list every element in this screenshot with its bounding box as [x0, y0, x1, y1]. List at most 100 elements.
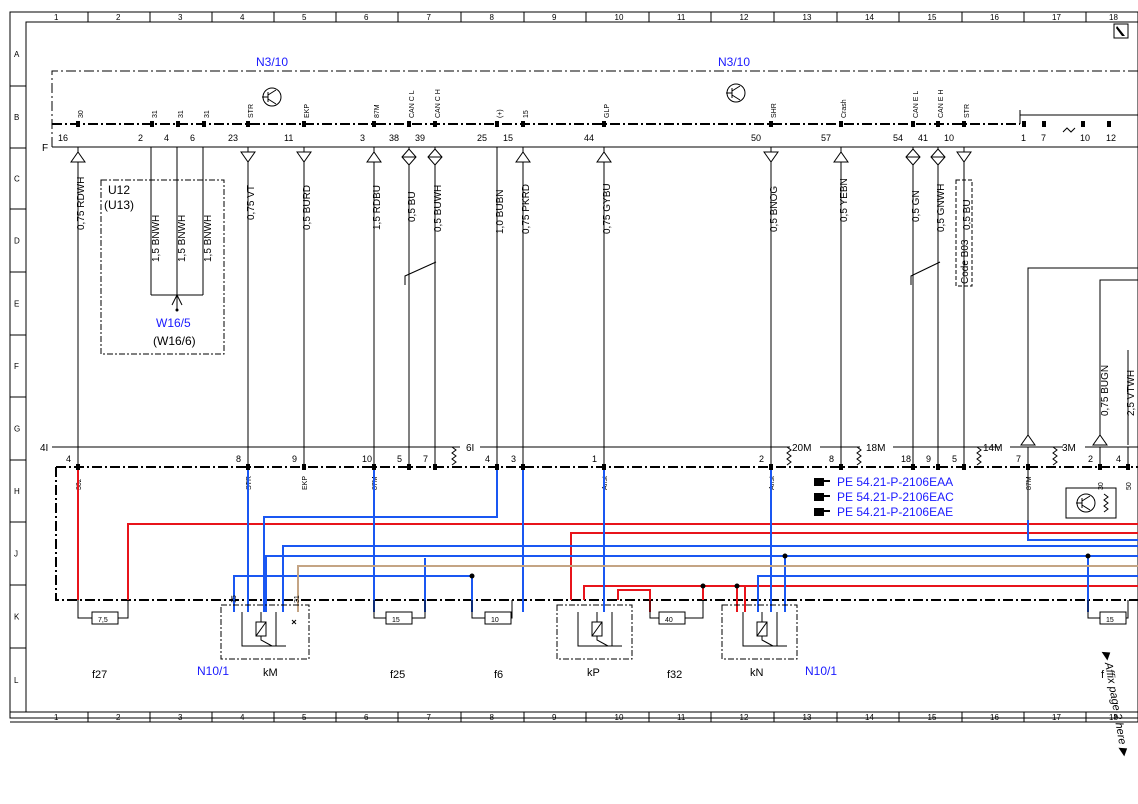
grid-row-label: F	[14, 362, 19, 371]
pin-signal: 31	[204, 110, 211, 118]
pin-marker	[962, 121, 966, 127]
pin-number: 23	[228, 133, 238, 143]
relay-label: kN	[750, 667, 764, 679]
wire-color-label: 0,75 RDWH	[76, 177, 87, 230]
pin-signal: CAN C H	[435, 89, 442, 118]
junction-dot	[700, 583, 706, 589]
connector-label: 18M	[866, 443, 885, 454]
pin-number: 25	[477, 133, 487, 143]
grid-col-label-bottom: 2	[116, 713, 121, 722]
grid-col-label-bottom: 15	[928, 713, 937, 722]
reference-text: PE 54.21-P-2106EAA	[837, 475, 953, 489]
wire-color-label: 1,5 BNWH	[151, 215, 162, 262]
transistor-icon-left	[262, 87, 282, 107]
pin-number: 8	[236, 454, 241, 464]
pin-marker	[911, 121, 915, 127]
arrow-up-icon	[366, 151, 382, 163]
pin-signal: 50	[1126, 482, 1133, 490]
pin-marker	[372, 464, 376, 470]
pin-marker	[495, 464, 499, 470]
grid-col-label-bottom: 8	[490, 713, 495, 722]
reference-link[interactable]: PE 54.21-P-2106EAE	[814, 505, 953, 519]
pin-marker	[495, 121, 499, 127]
pin-marker	[839, 121, 843, 127]
pin-number: 2	[759, 454, 764, 464]
pin-number: 4	[66, 454, 71, 464]
n3-10-label-right: N3/10	[718, 55, 750, 69]
pin-signal: 31	[178, 110, 185, 118]
pin-signal: 15	[523, 110, 530, 118]
circuit-wire	[282, 545, 1138, 612]
frame-inner	[25, 21, 1138, 713]
pin-marker	[521, 121, 525, 127]
wire-color-label: 0,75 BUGN	[1100, 365, 1111, 416]
grid-col-label-top: 18	[1109, 13, 1118, 22]
pin-number: 1	[592, 454, 597, 464]
reference-link[interactable]: PE 54.21-P-2106EAC	[814, 490, 954, 504]
grid-col-label-top: 1	[54, 13, 59, 22]
grid-col-label-bottom: 3	[178, 713, 183, 722]
grid-row-label: H	[14, 487, 20, 496]
wire-color-label: 0,5 GNWH	[936, 184, 947, 232]
arrow-up-icon	[1092, 434, 1108, 446]
twist-can-c	[404, 261, 437, 285]
upper-wires	[70, 147, 972, 447]
fuse-rating: 15	[392, 617, 400, 624]
relay-contacts	[742, 612, 787, 647]
wire-color-label: 0,5 BU	[962, 199, 973, 230]
grid-col-label-bottom: 5	[302, 713, 307, 722]
circuit-wire	[265, 555, 1138, 612]
frame-outer	[9, 11, 1138, 719]
pin-number: 38	[389, 133, 399, 143]
grid-col-label-top: 2	[116, 13, 121, 22]
ground-wires	[150, 147, 204, 310]
pin-marker	[76, 464, 80, 470]
fuse-rating: 7,5	[98, 617, 108, 624]
fuse-name: f25	[390, 669, 405, 681]
grid-row-label: E	[14, 300, 19, 309]
wire-color-label: 1,0 BUBN	[495, 190, 506, 234]
pin-signal: 30z	[76, 478, 83, 490]
pin-signal: GLP	[604, 104, 611, 118]
pin-marker	[202, 121, 206, 127]
circuit-wire	[757, 575, 1138, 612]
pin-marker	[1081, 121, 1085, 127]
wire-color-label: 0,75 PKRD	[521, 184, 532, 234]
arrow-up-icon	[1020, 434, 1036, 446]
grid-col-label-bottom: 11	[677, 713, 686, 722]
n10-1-label-right: N10/1	[805, 664, 837, 678]
pin-marker	[150, 121, 154, 127]
pin-marker	[176, 121, 180, 127]
pin-number: 12	[1106, 133, 1116, 143]
pin-signal: EKP	[302, 476, 309, 490]
grid-col-label-top: 4	[240, 13, 245, 22]
pin-number: 44	[584, 133, 594, 143]
circuit-wire	[127, 523, 1138, 600]
reference-text: PE 54.21-P-2106EAE	[837, 505, 953, 519]
relay-box	[721, 604, 798, 660]
pin-number: 57	[821, 133, 831, 143]
grid-col-label-top: 5	[302, 13, 307, 22]
reference-link[interactable]: PE 54.21-P-2106EAA	[814, 475, 953, 489]
fuse-lead	[471, 600, 485, 619]
circuit-wire	[583, 585, 1138, 600]
f-rail-label: F	[42, 143, 48, 154]
connector-label: 6I	[466, 443, 474, 454]
hand-pointer-icon	[814, 493, 830, 501]
grid-col-label-bottom: 6	[364, 713, 369, 722]
relay-contacts	[577, 612, 622, 647]
fuse-rating: 15	[1106, 617, 1114, 624]
pin-number: 9	[926, 454, 931, 464]
pin-signal: Anst	[602, 476, 609, 490]
pin-number: 9	[292, 454, 297, 464]
corner-icon	[1113, 23, 1129, 39]
pin-marker	[521, 464, 525, 470]
pin-number: 15	[503, 133, 513, 143]
grid-col-label-bottom: 1	[54, 713, 59, 722]
pin-number: 5	[397, 454, 402, 464]
fuse-lead	[649, 600, 659, 619]
